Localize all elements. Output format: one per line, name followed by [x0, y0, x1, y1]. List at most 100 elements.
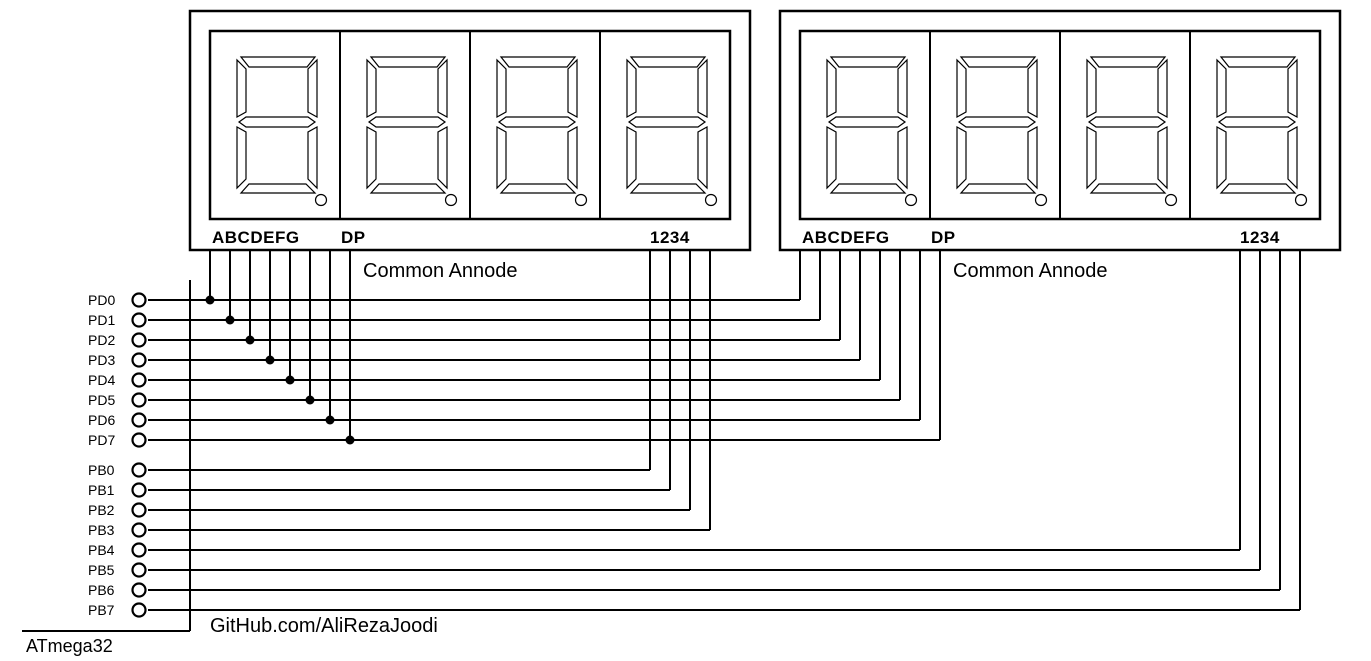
segment-f — [496, 58, 507, 119]
segment-g — [1087, 116, 1167, 128]
segment-e — [626, 125, 637, 190]
segment-c — [1287, 125, 1298, 190]
segment-a — [369, 56, 447, 68]
segment-g — [627, 116, 707, 128]
segment-e — [496, 125, 507, 190]
segment-b — [307, 58, 318, 119]
segment-dp — [574, 193, 588, 207]
segment-d — [629, 183, 707, 194]
junction-dot — [305, 395, 315, 405]
pin-terminal — [131, 332, 147, 348]
segment-c — [307, 125, 318, 190]
segment-a — [239, 56, 317, 68]
display-2-digit-1 — [826, 56, 918, 207]
display-2-type-label: Common Annode — [953, 260, 1108, 282]
segment-dp — [904, 193, 918, 207]
segment-e — [1086, 125, 1097, 190]
display-1-housing — [188, 9, 752, 252]
segment-f — [366, 58, 377, 119]
segment-a — [499, 56, 577, 68]
pin-terminal — [131, 482, 147, 498]
pin-terminal — [131, 462, 147, 478]
pin-terminal — [131, 352, 147, 368]
pin-label-pb5: PB5 — [88, 562, 115, 578]
display-1-digit-3 — [469, 31, 588, 219]
display-module-2: ABCDEFG DP 1234 Common Annode — [778, 9, 1342, 282]
junction-dot — [265, 355, 275, 365]
segment-e — [1216, 125, 1227, 190]
pin-terminal — [131, 312, 147, 328]
segment-d — [829, 183, 907, 194]
segment-c — [697, 125, 708, 190]
pin-label-pb2: PB2 — [88, 502, 115, 518]
segment-f — [626, 58, 637, 119]
wiring — [131, 250, 1301, 618]
segment-g — [957, 116, 1037, 128]
pin-label-pb4: PB4 — [88, 542, 115, 558]
pin-terminal — [131, 602, 147, 618]
display-2-digit-4 — [1189, 31, 1308, 219]
pin-terminal — [131, 522, 147, 538]
pin-label-pd3: PD3 — [88, 352, 115, 368]
segment-b — [897, 58, 908, 119]
segment-d — [499, 183, 577, 194]
pin-terminal — [131, 372, 147, 388]
segment-f — [236, 58, 247, 119]
display-2-digit-2 — [929, 31, 1048, 219]
pin-label-pb7: PB7 — [88, 602, 115, 618]
segment-f — [956, 58, 967, 119]
pin-terminal — [131, 432, 147, 448]
pin-terminal — [131, 412, 147, 428]
pin-label-pd7: PD7 — [88, 432, 115, 448]
segment-g — [367, 116, 447, 128]
junction-dot — [245, 335, 255, 345]
junction-dot — [285, 375, 295, 385]
pin-label-pb0: PB0 — [88, 462, 115, 478]
pin-label-pb1: PB1 — [88, 482, 115, 498]
segment-dp — [444, 193, 458, 207]
display-1-digit-pins-label: 1234 — [650, 228, 690, 247]
segment-c — [567, 125, 578, 190]
pin-label-pd0: PD0 — [88, 292, 115, 308]
pin-label-pd2: PD2 — [88, 332, 115, 348]
segment-a — [959, 56, 1037, 68]
pin-terminal — [131, 292, 147, 308]
segment-b — [1287, 58, 1298, 119]
display-1-digit-1 — [236, 56, 328, 207]
segment-a — [1089, 56, 1167, 68]
segment-b — [697, 58, 708, 119]
display-2-digit-3 — [1059, 31, 1178, 219]
segment-a — [829, 56, 907, 68]
pin-terminal — [131, 542, 147, 558]
segment-e — [236, 125, 247, 190]
display-1-digits — [236, 31, 718, 219]
display-1-dp-label: DP — [341, 228, 366, 247]
segment-d — [239, 183, 317, 194]
junction-dot — [325, 415, 335, 425]
segment-g — [827, 116, 907, 128]
segment-a — [1219, 56, 1297, 68]
segment-f — [1216, 58, 1227, 119]
segment-c — [1157, 125, 1168, 190]
segment-f — [1086, 58, 1097, 119]
segment-g — [1217, 116, 1297, 128]
display-1-type-label: Common Annode — [363, 260, 518, 282]
segment-e — [956, 125, 967, 190]
junction-dot — [225, 315, 235, 325]
segment-b — [437, 58, 448, 119]
segment-e — [826, 125, 837, 190]
pin-terminal — [131, 392, 147, 408]
pin-label-pd4: PD4 — [88, 372, 115, 388]
pin-terminal — [131, 582, 147, 598]
segment-b — [1027, 58, 1038, 119]
credit-label: GitHub.com/AliRezaJoodi — [210, 615, 438, 637]
segment-d — [1219, 183, 1297, 194]
display-1-digit-2 — [339, 31, 458, 219]
pin-label-pb6: PB6 — [88, 582, 115, 598]
segment-c — [437, 125, 448, 190]
segment-g — [497, 116, 577, 128]
display-2-digit-pins-label: 1234 — [1240, 228, 1280, 247]
segment-a — [629, 56, 707, 68]
segment-d — [959, 183, 1037, 194]
junction-dot — [345, 435, 355, 445]
